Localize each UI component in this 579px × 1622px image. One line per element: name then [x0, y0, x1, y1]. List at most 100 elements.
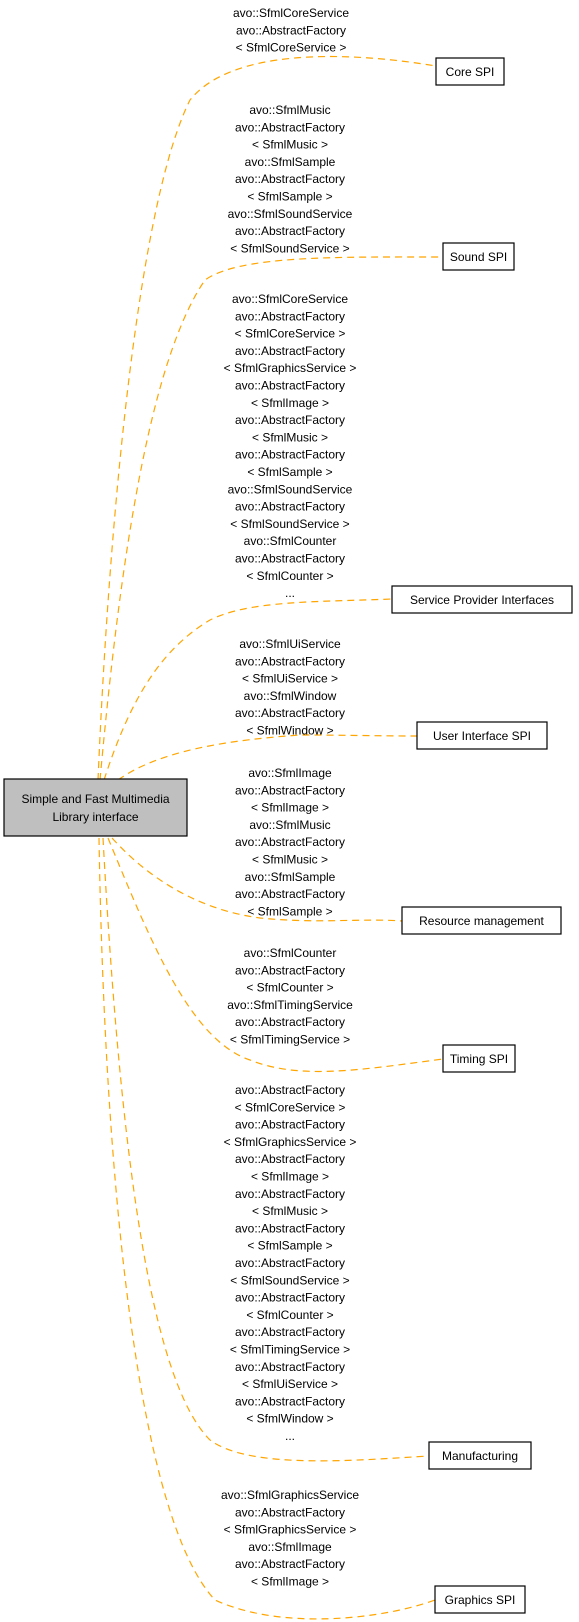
- node-sound[interactable]: Sound SPI: [442, 242, 515, 271]
- edge-label-line: avo::AbstractFactory: [235, 1325, 345, 1339]
- edge-label-line: avo::AbstractFactory: [235, 309, 345, 323]
- edge-label-line: avo::SfmlImage: [248, 766, 332, 780]
- edge-label-line: avo::SfmlMusic: [249, 818, 330, 832]
- edge-label-line: avo::AbstractFactory: [235, 1187, 345, 1201]
- edge-label-line: < SfmlImage >: [251, 801, 329, 815]
- edge-label-line: avo::AbstractFactory: [235, 1394, 345, 1408]
- edge-label-line: ...: [285, 1429, 295, 1443]
- edge-label-spi: avo::SfmlCoreServiceavo::AbstractFactory…: [224, 292, 357, 600]
- edge-label-line: < SfmlImage >: [251, 1575, 329, 1589]
- edge-label-line: < SfmlMusic >: [252, 1204, 328, 1218]
- edge-label-line: avo::AbstractFactory: [235, 654, 345, 668]
- edge-label-line: < SfmlImage >: [251, 1170, 329, 1184]
- edge-label-line: < SfmlUiService >: [242, 1377, 338, 1391]
- edge-sound: [99, 256, 444, 781]
- edge-label-line: < SfmlCounter >: [246, 569, 333, 583]
- edge-label-line: < SfmlWindow >: [246, 1412, 333, 1426]
- edge-label-line: avo::SfmlImage: [248, 1540, 332, 1554]
- edge-label-line: < SfmlSample >: [247, 904, 332, 918]
- edge-label-line: < SfmlSample >: [247, 1239, 332, 1253]
- node-user-interface-spi[interactable]: User Interface SPI: [416, 721, 548, 750]
- node-graphics-spi[interactable]: Graphics SPI: [434, 1585, 526, 1614]
- edge-label-line: avo::AbstractFactory: [236, 23, 346, 37]
- edge-label-line: avo::SfmlCounter: [244, 946, 337, 960]
- node-manufacturing-label: Manufacturing: [442, 1449, 518, 1463]
- edge-label-line: avo::AbstractFactory: [235, 500, 345, 514]
- edge-label-line: avo::AbstractFactory: [235, 1152, 345, 1166]
- node-resource-label: Resource management: [419, 914, 544, 928]
- edge-label-line: < SfmlCoreService >: [235, 1100, 346, 1114]
- edge-label-line: < SfmlGraphicsService >: [224, 1523, 357, 1537]
- edge-label-line: avo::AbstractFactory: [235, 1360, 345, 1374]
- edge-label-line: < SfmlSample >: [247, 465, 332, 479]
- edge-ui: [117, 734, 418, 781]
- edge-label-line: < SfmlSoundService >: [230, 517, 349, 531]
- edge-label-line: avo::AbstractFactory: [235, 1221, 345, 1235]
- edge-timing: [107, 837, 444, 1073]
- edge-label-line: avo::AbstractFactory: [235, 1291, 345, 1305]
- main-node-line-2: Library interface: [52, 810, 138, 824]
- edge-label-line: < SfmlImage >: [251, 396, 329, 410]
- main-node[interactable]: Simple and Fast Multimedia Library inter…: [3, 778, 188, 837]
- node-sound-label: Sound SPI: [450, 250, 507, 264]
- node-graphics-label: Graphics SPI: [445, 1593, 516, 1607]
- edge-label-core: avo::SfmlCoreServiceavo::AbstractFactory…: [233, 6, 349, 55]
- edge-label-ui: avo::SfmlUiServiceavo::AbstractFactory< …: [235, 637, 345, 738]
- edge-label-line: < SfmlSoundService >: [230, 1273, 349, 1287]
- edge-label-graphics: avo::SfmlGraphicsServiceavo::AbstractFac…: [221, 1488, 359, 1589]
- edge-label-line: avo::AbstractFactory: [235, 413, 345, 427]
- edge-label-line: avo::SfmlSample: [245, 155, 336, 169]
- edge-label-line: < SfmlMusic >: [252, 853, 328, 867]
- edge-label-line: avo::AbstractFactory: [235, 1256, 345, 1270]
- edge-label-line: < SfmlSoundService >: [230, 241, 349, 255]
- node-core[interactable]: Core SPI: [435, 57, 505, 86]
- node-timing-label: Timing SPI: [450, 1052, 508, 1066]
- edge-resource: [111, 837, 403, 922]
- edge-label-line: < SfmlSample >: [247, 190, 332, 204]
- edge-label-line: avo::SfmlSoundService: [228, 482, 353, 496]
- edge-label-line: avo::AbstractFactory: [235, 835, 345, 849]
- edge-manufacturing: [102, 837, 430, 1462]
- edge-label-line: avo::AbstractFactory: [235, 1015, 345, 1029]
- edge-label-line: avo::AbstractFactory: [235, 1118, 345, 1132]
- edge-label-line: avo::SfmlSoundService: [228, 207, 353, 221]
- edge-label-line: avo::AbstractFactory: [235, 344, 345, 358]
- node-service-provider-interfaces[interactable]: Service Provider Interfaces: [391, 585, 573, 614]
- edge-label-line: avo::SfmlCoreService: [233, 6, 349, 20]
- edges: [97, 55, 444, 1620]
- edge-label-line: avo::AbstractFactory: [235, 1557, 345, 1571]
- edge-label-line: avo::SfmlGraphicsService: [221, 1488, 359, 1502]
- edge-label-line: avo::SfmlTimingService: [227, 998, 353, 1012]
- node-manufacturing[interactable]: Manufacturing: [428, 1441, 532, 1470]
- node-timing-spi[interactable]: Timing SPI: [442, 1044, 516, 1073]
- edge-label-manufacturing: avo::AbstractFactory < SfmlCoreService >a…: [224, 1083, 357, 1443]
- edge-label-line: < SfmlWindow >: [246, 724, 333, 738]
- edge-label-line: < SfmlCoreService >: [235, 327, 346, 341]
- edge-label-line: < SfmlCoreService >: [236, 41, 347, 55]
- edge-label-line: < SfmlUiService >: [242, 672, 338, 686]
- edge-label-line: ...: [285, 586, 295, 600]
- edge-label-line: avo::AbstractFactory: [235, 172, 345, 186]
- edge-label-line: avo::SfmlWindow: [244, 689, 337, 703]
- edge-label-line: < SfmlMusic >: [252, 430, 328, 444]
- node-core-label: Core SPI: [446, 65, 495, 79]
- edge-label-line: < SfmlCounter >: [246, 1308, 333, 1322]
- edge-label-line: avo::AbstractFactory: [235, 887, 345, 901]
- node-ui-label: User Interface SPI: [433, 729, 531, 743]
- edge-label-line: < SfmlGraphicsService >: [224, 1135, 357, 1149]
- edge-label-line: < SfmlGraphicsService >: [224, 361, 357, 375]
- node-resource-management[interactable]: Resource management: [401, 906, 562, 935]
- edge-label-line: avo::AbstractFactory: [235, 379, 345, 393]
- edge-label-line: avo::AbstractFactory: [235, 783, 345, 797]
- edge-label-line: avo::AbstractFactory: [235, 963, 345, 977]
- edge-core: [97, 55, 437, 781]
- edge-label-line: < SfmlMusic >: [252, 138, 328, 152]
- edge-label-line: < SfmlCounter >: [246, 981, 333, 995]
- edge-label-line: avo::AbstractFactory: [235, 552, 345, 566]
- edge-spi: [103, 598, 393, 781]
- edge-graphics: [98, 837, 436, 1620]
